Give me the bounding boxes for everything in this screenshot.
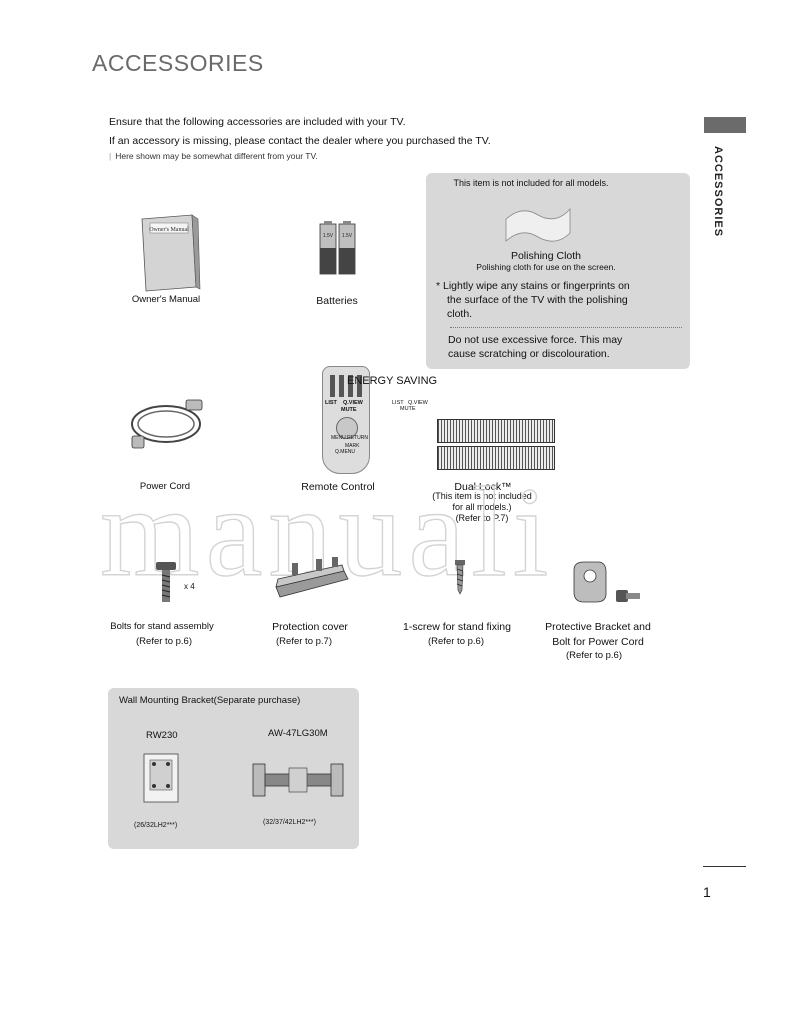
remote-key-list: LIST <box>325 400 337 406</box>
bracket-label-2: Bolt for Power Cord <box>552 636 644 648</box>
page-number-rule <box>703 866 746 867</box>
batteries-label: Batteries <box>316 295 358 307</box>
owners-manual-label: Owner's Manual <box>131 294 201 305</box>
remote-key-qview: Q.VIEW <box>343 400 363 406</box>
wall-panel-title: Wall Mounting Bracket(Separate purchase) <box>119 695 301 706</box>
battery-cell-text-2: 1.5V <box>342 233 353 239</box>
protective-bracket-image <box>573 561 640 603</box>
cloth-name: Polishing Cloth <box>510 250 582 262</box>
note-line: |Here shown may be somewhat different fr… <box>109 151 318 161</box>
bracket-ref: (Refer to p.6) <box>566 650 622 661</box>
dual-lock-ref: (Refer to P.7) <box>455 513 509 523</box>
dual-lock-strip-2 <box>437 446 555 470</box>
wall-bracket-panel: Wall Mounting Bracket(Separate purchase)… <box>108 688 359 849</box>
wall-model-2: AW-47LG30M <box>268 728 328 739</box>
screw-ref: (Refer to p.6) <box>428 636 484 647</box>
page-title: ACCESSORIES <box>92 50 264 76</box>
remote-callout-mute: MUTE <box>400 406 416 412</box>
page-number: 1 <box>703 884 711 900</box>
polishing-cloth-image <box>505 207 571 242</box>
screw-image <box>455 560 465 595</box>
note-text: Here shown may be somewhat different fro… <box>115 151 318 161</box>
polishing-cloth-panel: This item is not included for all models… <box>426 173 690 369</box>
cloth-warn-2: cause scratching or discolouration. <box>448 348 610 360</box>
power-cord-image <box>131 399 203 449</box>
protection-cover-ref: (Refer to p.7) <box>276 636 332 647</box>
wall-model-2-sizes: (32/37/42LH2***) <box>263 819 316 826</box>
bolt-quantity: x 4 <box>184 582 195 591</box>
cloth-divider <box>450 327 682 328</box>
wall-bracket-aw47-image <box>252 763 344 797</box>
protection-cover-label: Protection cover <box>272 621 348 633</box>
dual-lock-strip-1 <box>437 419 555 443</box>
wall-model-1: RW230 <box>146 730 178 741</box>
remote-key-mark: MARK <box>345 443 360 449</box>
bracket-label-1: Protective Bracket and <box>545 621 651 633</box>
cloth-desc: Polishing cloth for use on the screen. <box>476 262 616 272</box>
bolt-image <box>156 562 176 602</box>
remote-overlay-text: ENERGY SAVING <box>347 375 438 387</box>
cloth-tip-3: cloth. <box>447 308 473 320</box>
remote-dpad <box>336 417 358 439</box>
batteries-image: 1.5V 1.5V <box>319 221 356 275</box>
cloth-warn-1: Do not use excessive force. This may <box>448 334 623 346</box>
remote-control-label: Remote Control <box>301 481 375 493</box>
battery-cell-text-1: 1.5V <box>323 233 334 239</box>
screw-label: 1-screw for stand fixing <box>403 621 511 633</box>
cloth-warning: Do not use excessive force. This may cau… <box>448 333 622 361</box>
note-bullet: | <box>109 151 112 161</box>
cloth-tip: * Lightly wipe any stains or fingerprint… <box>436 279 630 321</box>
wall-bracket-rw230-image <box>143 753 179 803</box>
remote-key-menu: MENU RETURN <box>331 435 368 441</box>
remote-key-mute: MUTE <box>341 407 357 413</box>
side-tab-bar <box>704 117 746 133</box>
remote-keypad <box>330 375 362 397</box>
side-tab-label: ACCESSORIES <box>712 146 724 238</box>
owners-manual-image: Owner's Manual <box>141 214 201 292</box>
cloth-tip-2: the surface of the TV with the polishing <box>447 294 628 306</box>
dual-lock-label: Dual Lock™ <box>454 481 512 493</box>
dual-lock-note-1: (This item is not included <box>432 491 532 501</box>
remote-key-qmenu: Q.MENU <box>335 449 355 455</box>
remote-callout-list: LIST <box>392 400 404 406</box>
bolts-ref: (Refer to p.6) <box>136 636 192 647</box>
protection-cover-image <box>275 557 349 598</box>
intro-line-1: Ensure that the following accessories ar… <box>109 116 406 128</box>
remote-callout-qview: Q.VIEW <box>408 400 428 406</box>
manual-cover-text: Owner's Manual <box>149 227 189 233</box>
cloth-not-included: This item is not included for all models… <box>453 178 609 188</box>
dual-lock-note-2: for all models.) <box>452 502 512 512</box>
power-cord-label: Power Cord <box>139 481 191 492</box>
intro-line-2: If an accessory is missing, please conta… <box>109 135 491 147</box>
cloth-tip-1: * Lightly wipe any stains or fingerprint… <box>436 280 630 292</box>
bolts-label: Bolts for stand assembly <box>110 621 214 632</box>
remote-control-image: LIST Q.VIEW MUTE MENU RETURN MARK Q.MENU <box>322 366 370 474</box>
wall-model-1-sizes: (26/32LH2***) <box>134 822 178 829</box>
